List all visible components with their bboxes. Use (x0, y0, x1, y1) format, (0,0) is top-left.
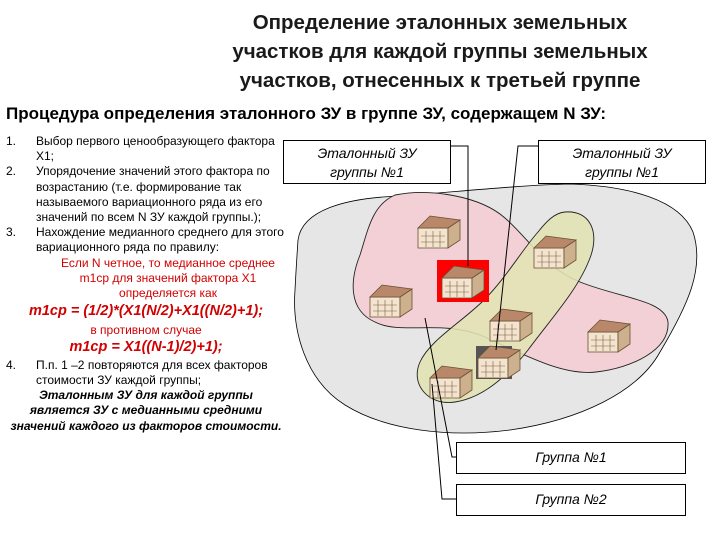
leader-line-left (451, 145, 469, 266)
formula-odd: m1ср = X1((N-1)/2)+1); (69, 338, 223, 355)
step-1: 1. Выбор первого ценообразующего фактора… (6, 134, 286, 164)
step-1-number: 1. (6, 134, 17, 148)
reference-label-right-line-1: Эталонный ЗУ (572, 145, 672, 161)
page-title: Определение эталонных земельных участков… (190, 8, 690, 95)
step-2-number: 2. (6, 164, 17, 179)
procedure-heading: Процедура определения эталонного ЗУ в гр… (6, 104, 607, 123)
formula-even: m1ср = (1/2)*(X1(N/2)+X1((N/2)+1); (28, 303, 264, 320)
conclusion-text: Эталонным ЗУ для каждой группы является … (10, 388, 282, 433)
reference-label-left-line-2: группы №1 (330, 164, 404, 180)
title-line-3: участков, отнесенных к третьей группе (239, 69, 641, 92)
step-1-text: Выбор первого ценообразующего фактора Х1… (36, 134, 275, 164)
title-line-1: Определение эталонных земельных (252, 11, 628, 34)
reference-plot-label-right: Эталонный ЗУ группы №1 (538, 140, 706, 184)
step-2-text: Упорядочение значений этого фактора по в… (36, 164, 270, 225)
step-4-text: П.п. 1 –2 повторяются для всех факторов … (36, 357, 268, 388)
step-4-number: 4. (6, 357, 17, 372)
reference-plot-label-left: Эталонный ЗУ группы №1 (283, 140, 451, 184)
group-2-label: Группа №2 (456, 484, 686, 516)
step-3: 3. Нахождение медианного среднего для эт… (6, 225, 286, 255)
reference-label-right-line-2: группы №1 (585, 164, 659, 180)
step-4: 4. П.п. 1 –2 повторяются для всех фактор… (6, 358, 286, 388)
group-1-label: Группа №1 (456, 442, 686, 474)
leader-line-right (495, 145, 538, 351)
title-line-2: участков для каждой группы земельных (232, 40, 648, 63)
step-3-text: Нахождение медианного среднего для этого… (36, 225, 284, 255)
procedure-steps: 1. Выбор первого ценообразующего фактора… (6, 134, 286, 434)
reference-label-left-line-1: Эталонный ЗУ (317, 145, 417, 161)
rule-even-text: Если N четное, то медианное среднее m1ср… (61, 255, 275, 301)
leader-line-group-2 (431, 383, 456, 500)
step-2: 2. Упорядочение значений этого фактора п… (6, 164, 286, 225)
otherwise-text: в противном случае (90, 323, 202, 338)
leader-line-group-1 (424, 317, 456, 458)
step-3-number: 3. (6, 225, 17, 240)
